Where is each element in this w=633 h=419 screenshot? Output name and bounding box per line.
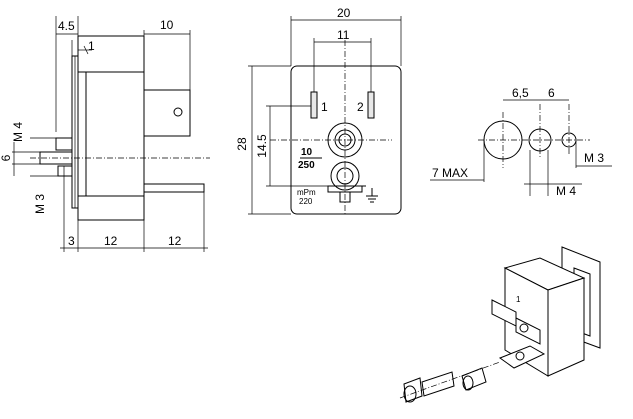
dim-7-max: 7 MAX <box>432 166 468 180</box>
side-view: 4.5 1 10 M 4 6 M 3 3 12 12 <box>0 16 210 252</box>
dim-12b: 12 <box>168 234 182 248</box>
dim-6: 6 <box>0 154 13 161</box>
dim-m3: M 3 <box>33 194 47 214</box>
dim-m4-right: M 4 <box>556 184 576 198</box>
side-body <box>77 35 145 221</box>
ground-icon <box>366 188 378 203</box>
side-screw-m4 <box>55 137 73 151</box>
dim-4-5: 4.5 <box>58 19 75 33</box>
dim-6: 6 <box>548 86 555 100</box>
iso-fuse <box>421 371 455 397</box>
dim-11: 11 <box>337 28 350 42</box>
fuse-rating-top: 10 <box>301 147 313 158</box>
iso-body-side <box>547 277 585 377</box>
dim-3: 3 <box>68 234 75 248</box>
side-screw-m3 <box>57 165 73 177</box>
side-blade-hole <box>173 107 183 117</box>
dim-m3-right: M 3 <box>584 151 604 165</box>
dim-12a: 12 <box>104 234 118 248</box>
dim-28: 28 <box>235 137 249 151</box>
dim-10: 10 <box>160 18 174 32</box>
dim-6-5: 6,5 <box>512 86 529 100</box>
maker-text-2: 220 <box>299 197 313 206</box>
holes-view: 6,5 6 7 MAX M 3 M 4 <box>430 86 612 198</box>
side-blade-top <box>143 89 191 137</box>
dim-14-5: 14.5 <box>255 134 269 158</box>
iso-fuse-cap <box>403 377 423 403</box>
dim-20: 20 <box>337 6 351 20</box>
dim-1: 1 <box>88 39 95 53</box>
front-pin-1 <box>310 91 318 119</box>
iso-blade-bottom <box>498 345 546 369</box>
front-pin-2 <box>367 91 375 119</box>
front-body <box>290 65 402 215</box>
dim-m4: M 4 <box>11 122 25 142</box>
fuse-rating-bottom: 250 <box>298 160 315 171</box>
iso-pin-label: 1 <box>516 295 521 304</box>
iso-view: 1 <box>399 246 601 403</box>
side-blade-bottom <box>143 183 205 193</box>
pin-label-1: 1 <box>321 100 328 114</box>
front-view: 1 2 10 250 mPm 220 20 <box>235 6 402 215</box>
pin-label-2: 2 <box>357 100 364 114</box>
maker-text-1: mPm <box>297 188 316 197</box>
